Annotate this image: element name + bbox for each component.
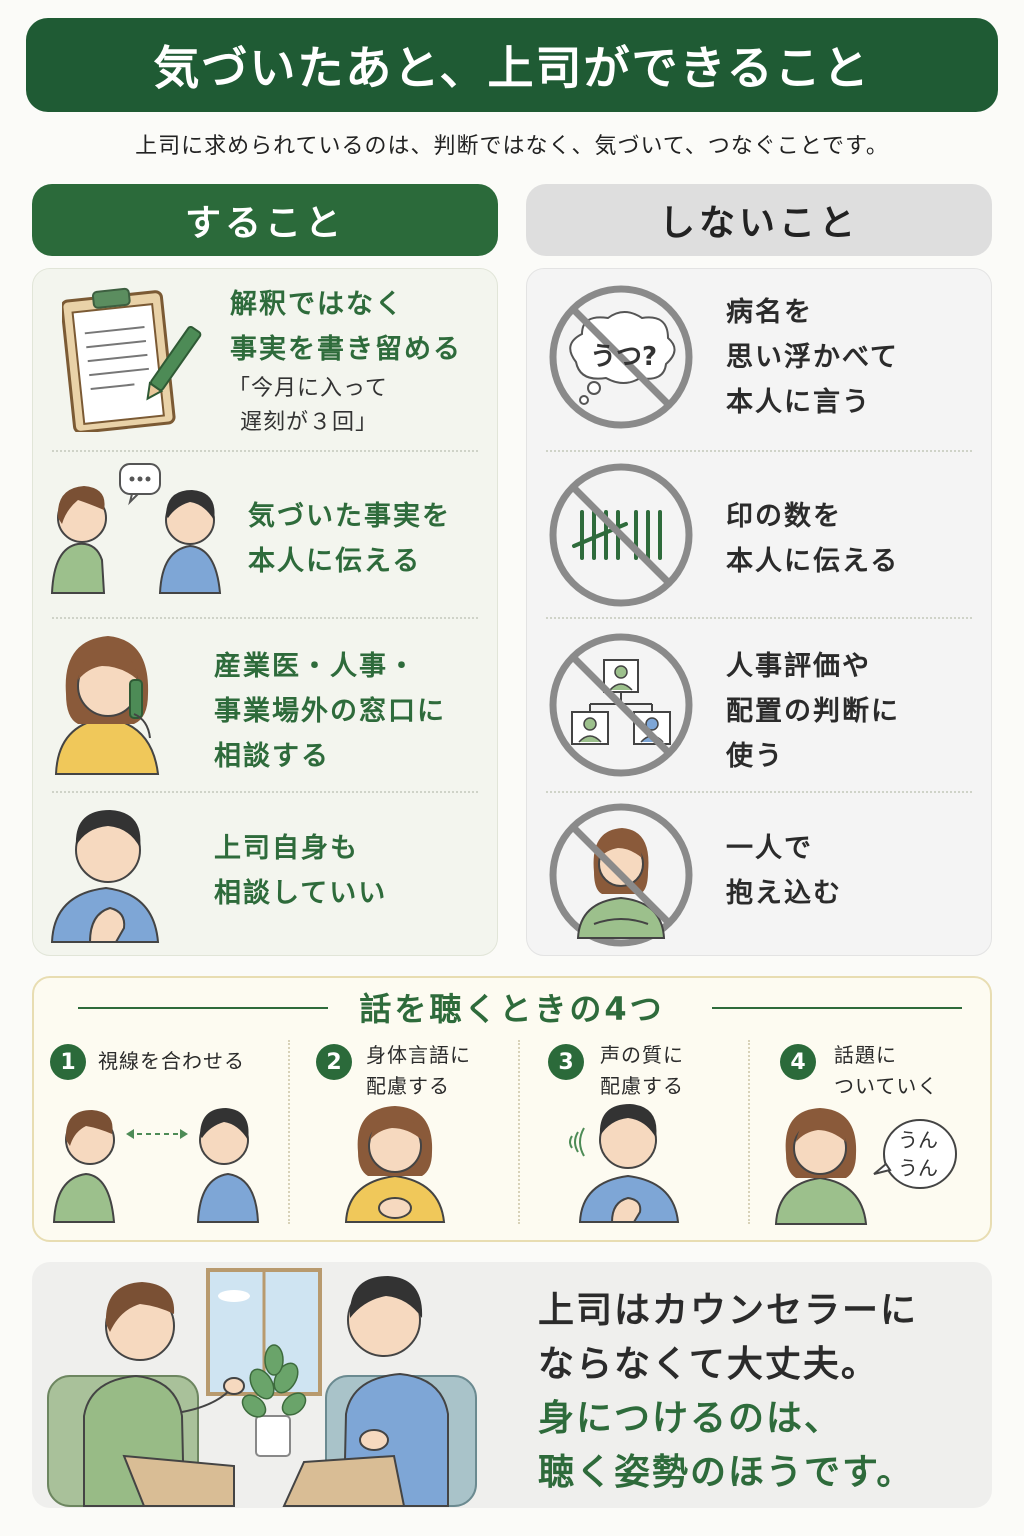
tip-2-label: 身体言語に 配慮する — [366, 1043, 471, 1098]
tip-1-label: 視線を合わせる — [98, 1049, 245, 1073]
dont-item-2-text: 印の数を 本人に伝える — [726, 501, 900, 577]
no-tally-icon — [549, 463, 693, 607]
do-item-1-quote: 「今月に入って 遅刻が３回」 — [228, 376, 388, 435]
tip-4-label: 話題に ついていく — [834, 1043, 939, 1098]
tip-2-number: 2 — [316, 1044, 352, 1080]
man-hand-on-chest-icon — [50, 810, 160, 943]
divider — [546, 450, 972, 452]
do-item-2-text: 気づいた事実を 本人に伝える — [248, 501, 451, 577]
nodding-bubble-text: うん うん — [898, 1128, 938, 1180]
do-item-1-text: 解釈ではなく 事実を書き留める — [230, 289, 462, 365]
tip-separator — [288, 1040, 290, 1224]
woman-on-phone-icon — [54, 636, 160, 775]
divider — [546, 791, 972, 793]
tip-separator — [518, 1040, 520, 1224]
do-column-header: すること — [32, 184, 498, 256]
tip-separator — [748, 1040, 750, 1224]
tips-title-line — [712, 1007, 962, 1009]
no-diagnosis-icon — [549, 285, 693, 429]
divider — [546, 617, 972, 619]
dont-item-1-text: 病名を 思い浮かべて 本人に言う — [726, 297, 899, 418]
page-title: 気づいたあと、上司ができること — [153, 41, 871, 95]
tip-4-number: 4 — [780, 1044, 816, 1080]
subtitle: 上司に求められているのは、判断ではなく、気づいて、つなぐことです。 — [135, 134, 889, 159]
no-isolation-icon — [549, 803, 693, 947]
divider — [52, 617, 478, 619]
dont-item-3-text: 人事評価や 配置の判断に 使う — [726, 651, 900, 772]
counseling-scene-illustration — [47, 1268, 477, 1507]
title-bar: 気づいたあと、上司ができること — [26, 18, 998, 112]
divider — [52, 791, 478, 793]
do-item-4-text: 上司自身も 相談していい — [214, 833, 388, 909]
clipboard-icon — [62, 287, 202, 432]
eye-contact-icon — [52, 1108, 260, 1223]
diagnosis-bubble-text: うつ? — [590, 342, 658, 372]
tip-3-label: 声の質に 配慮する — [600, 1043, 684, 1098]
tip-3-number: 3 — [548, 1044, 584, 1080]
divider — [52, 450, 478, 452]
dont-column-header: しないこと — [526, 184, 992, 256]
follow-topic-icon — [774, 1108, 957, 1225]
dont-item-4-text: 一人で 抱え込む — [726, 833, 842, 909]
tips-title: 話を聴くときの4つ — [359, 990, 665, 1028]
body-language-icon — [344, 1106, 446, 1223]
no-evaluation-icon — [549, 633, 693, 777]
closing-message: 上司はカウンセラーに ならなくて大丈夫。 身につけるのは、 聴く姿勢のほうです。 — [538, 1290, 919, 1493]
tip-1-number: 1 — [50, 1044, 86, 1080]
two-people-talking-icon — [50, 463, 222, 594]
do-item-3-text: 産業医・人事・ 事業場外の窓口に 相談する — [214, 651, 446, 772]
tips-title-line — [78, 1007, 328, 1009]
voice-quality-icon — [569, 1104, 680, 1223]
